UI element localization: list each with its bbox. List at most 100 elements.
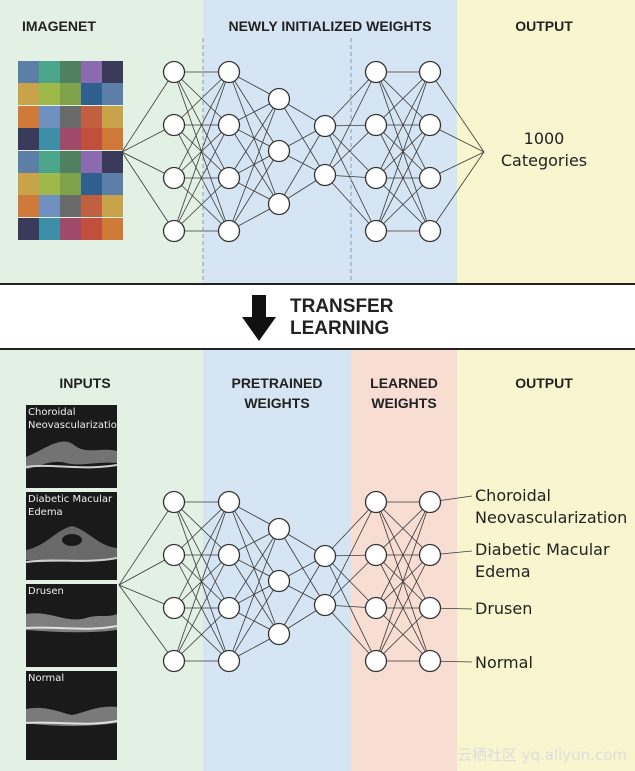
header-pretrained-line-1: PRETRAINED (231, 375, 323, 391)
imagenet-thumbnail (18, 173, 39, 195)
down-arrow-icon (242, 295, 276, 343)
imagenet-thumbnail (60, 105, 81, 128)
network-node (267, 622, 291, 646)
connection-line (278, 555, 326, 635)
connection-line (278, 528, 326, 606)
network-node (313, 114, 337, 138)
network-node (418, 60, 442, 84)
connection-line (228, 528, 280, 662)
imagenet-thumbnail (18, 217, 39, 240)
imagenet-thumbnail (18, 150, 39, 173)
output-label-drusen: Drusen (475, 599, 533, 618)
output-label-dme-line-2: Edema (475, 562, 531, 581)
imagenet-thumbnail (39, 217, 60, 240)
connection-line (375, 554, 431, 662)
connection-line (228, 528, 280, 609)
imagenet-thumbnail (39, 83, 60, 106)
top-output-count: 1000 (523, 129, 565, 148)
connection-line (324, 71, 377, 127)
imagenet-thumbnail (102, 61, 123, 83)
connection-line (324, 555, 377, 609)
top-weights-band (203, 0, 457, 283)
network-node (162, 60, 186, 84)
input-panel-normal: Normal (26, 671, 117, 760)
network-node (162, 649, 186, 673)
connection-line (375, 71, 431, 232)
network-node (418, 596, 442, 620)
input-connection-line (118, 501, 175, 586)
watermark: 云栖社区 yq.aliyun.com (456, 746, 627, 764)
connection-line (228, 98, 280, 232)
imagenet-thumbnail (60, 61, 81, 83)
network-node (313, 544, 337, 568)
transfer-title-line-2: LEARNING (290, 318, 390, 339)
imagenet-thumbnail (81, 195, 102, 218)
network-node (217, 490, 241, 514)
input-connection-line (118, 584, 175, 662)
network-node (364, 219, 388, 243)
network-node (217, 596, 241, 620)
top-output-band (457, 0, 635, 283)
imagenet-thumbnail (39, 61, 60, 83)
imagenet-thumbnail (18, 105, 39, 128)
connection-line (324, 555, 377, 662)
connection-line (324, 174, 377, 232)
input-caption: Normal (28, 673, 65, 684)
header-top-output: OUTPUT (515, 18, 573, 34)
connection-line (375, 501, 431, 609)
network-node (364, 490, 388, 514)
header-inputs: INPUTS (59, 375, 111, 391)
imagenet-thumbnail (102, 83, 123, 106)
connection-line (375, 177, 431, 232)
bottom-output-band (457, 350, 635, 771)
connection-line (375, 607, 431, 662)
output-label-choroidal-line-1: Choroidal (475, 486, 551, 505)
network-node (217, 113, 241, 137)
connection-line (228, 98, 280, 179)
input-connection-line (121, 71, 175, 153)
network-node (364, 113, 388, 137)
input-connection-line (121, 151, 175, 232)
network-node (217, 60, 241, 84)
imagenet-thumbnail (102, 105, 123, 128)
connection-line (375, 71, 431, 126)
top-divider-line (0, 283, 635, 285)
imagenet-thumbnail (39, 105, 60, 128)
imagenet-thumbnail (81, 150, 102, 173)
network-node (313, 163, 337, 187)
network-node (162, 596, 186, 620)
output-label-normal: Normal (475, 653, 533, 672)
network-node (364, 596, 388, 620)
imagenet-thumbnail (102, 173, 123, 195)
network-node (162, 490, 186, 514)
header-bottom-output: OUTPUT (515, 375, 573, 391)
network-node (217, 649, 241, 673)
imagenet-thumbnail (18, 128, 39, 151)
imagenet-thumbnail (81, 128, 102, 151)
connection-line (173, 501, 230, 556)
imagenet-thumbnail (39, 128, 60, 151)
header-learned-line-2: WEIGHTS (371, 395, 437, 411)
network-node (162, 219, 186, 243)
imagenet-thumbnail (102, 195, 123, 218)
network-node (162, 113, 186, 137)
top-output-categories: Categories (500, 151, 588, 170)
network-node (267, 139, 291, 163)
connection-line (375, 501, 431, 556)
imagenet-thumbnail-grid (18, 61, 123, 240)
connection-line (173, 501, 230, 609)
network-node (418, 166, 442, 190)
transfer-title-line-1: TRANSFER (290, 296, 394, 317)
imagenet-thumbnail (81, 217, 102, 240)
network-node (418, 649, 442, 673)
imagenet-thumbnail (18, 195, 39, 218)
input-caption: Drusen (28, 586, 64, 597)
output-label-choroidal-line-2: Neovascularization (475, 508, 628, 527)
connection-line (324, 554, 377, 606)
imagenet-thumbnail (60, 128, 81, 151)
network-node (217, 166, 241, 190)
imagenet-thumbnail (81, 61, 102, 83)
connection-line (173, 554, 230, 662)
